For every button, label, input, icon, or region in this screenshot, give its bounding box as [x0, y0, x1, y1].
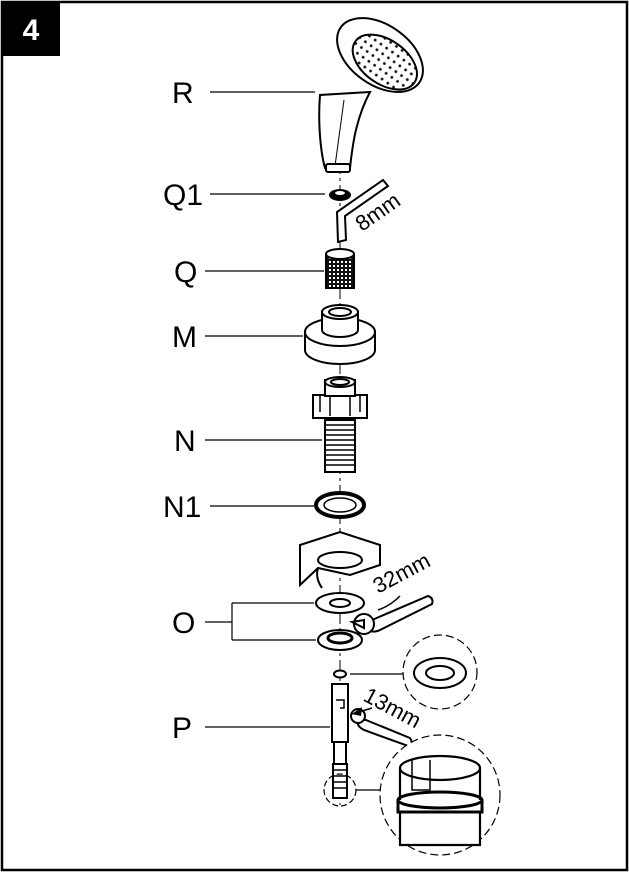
- label-m: M: [172, 321, 197, 354]
- label-p: P: [172, 712, 192, 745]
- label-o: O: [172, 607, 195, 640]
- hand-shower-part-r: [318, 17, 424, 173]
- o-ring-detail-callout: [402, 634, 478, 710]
- label-q: Q: [174, 256, 197, 289]
- seal-part-q1: [329, 189, 351, 201]
- valve-stem-part-p: [331, 683, 349, 799]
- o-ring-small: [333, 669, 347, 679]
- wall-section: [299, 530, 381, 589]
- label-q1: Q1: [163, 179, 203, 212]
- washer-part-o-upper: [315, 592, 365, 614]
- arrow-13mm-head: [352, 707, 362, 716]
- ring-seal-part-n1: [314, 491, 366, 519]
- threaded-body-part-n: [312, 376, 368, 473]
- flange-part-m: [304, 304, 376, 365]
- leader-o: [205, 602, 316, 641]
- step-number: 4: [23, 14, 40, 47]
- washer-part-o-lower: [317, 629, 363, 651]
- tool-size-8mm: 8mm: [351, 188, 405, 237]
- wrench-32mm-tool: [348, 594, 434, 635]
- knurled-nut-part-q: [325, 248, 355, 289]
- label-n: N: [174, 425, 196, 458]
- label-n1: N1: [163, 491, 201, 524]
- hex-key-tool: [335, 178, 390, 244]
- label-r: R: [172, 77, 194, 110]
- step-badge: 4: [2, 2, 60, 56]
- arrow-32mm: [377, 595, 401, 611]
- stem-detail-callout: [379, 734, 501, 856]
